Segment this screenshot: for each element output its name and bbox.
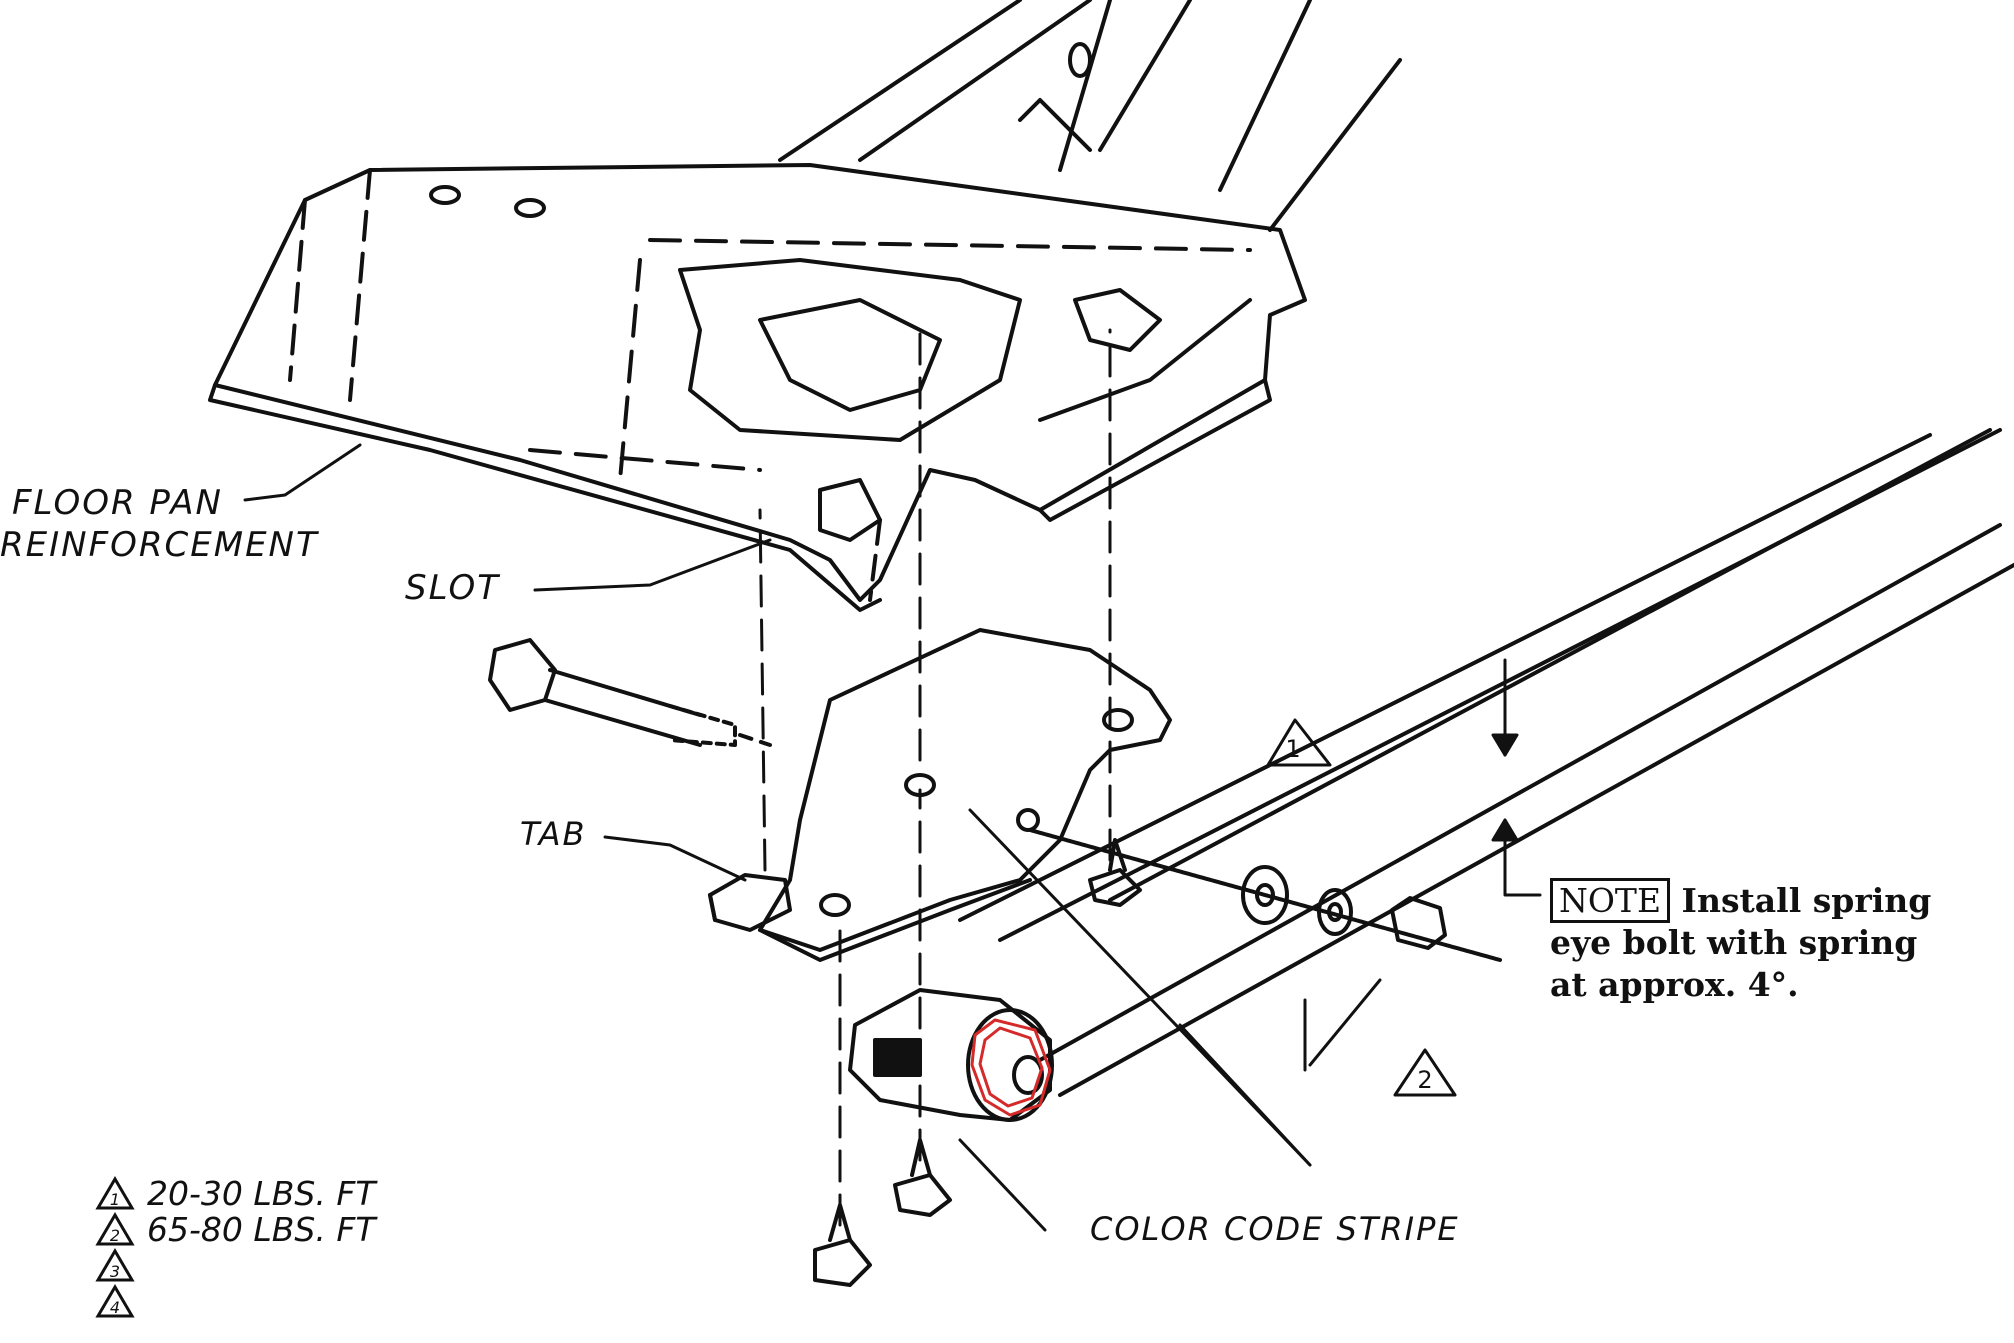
leader-lines xyxy=(243,443,1382,1232)
label-slot: SLOT xyxy=(405,568,501,608)
legend-triangle-4: 4 xyxy=(95,1284,135,1318)
spring-note: NOTE Install spring eye bolt with spring… xyxy=(1550,878,1932,1006)
floor-pan-reinforcement xyxy=(208,163,1307,612)
callout-2-number: 2 xyxy=(1417,1066,1432,1094)
note-line-3: at approx. 4°. xyxy=(1550,965,1799,1004)
label-reinforcement: REINFORCEMENT xyxy=(0,525,319,565)
label-floor-pan: FLOOR PAN xyxy=(12,483,223,523)
color-code-stripe-mark xyxy=(970,1018,1052,1117)
spring-eye-bushing xyxy=(848,988,1054,1122)
frame-rail-upper xyxy=(778,0,1402,232)
leaf-spring xyxy=(958,428,2014,1097)
svg-text:2: 2 xyxy=(110,1226,120,1245)
legend-triangle-3: 3 xyxy=(95,1248,135,1282)
bolt-stud xyxy=(1088,838,1142,907)
note-line-1: Install spring xyxy=(1681,881,1932,920)
washer-large xyxy=(1241,865,1289,925)
label-tab: TAB xyxy=(520,815,587,853)
legend-row-1: 1 20-30 LBS. FT xyxy=(95,1173,376,1213)
legend-triangle-1: 1 xyxy=(95,1176,135,1210)
svg-text:1: 1 xyxy=(110,1190,120,1209)
assembly-lines xyxy=(758,328,1112,1227)
legend-row-4: 4 xyxy=(95,1283,375,1319)
screw-2 xyxy=(893,1138,952,1217)
eye-bolt xyxy=(488,638,772,747)
legend-triangle-2: 2 xyxy=(95,1212,135,1246)
legend-row-2: 2 65-80 LBS. FT xyxy=(95,1209,376,1249)
svg-text:4: 4 xyxy=(110,1298,120,1317)
note-tag: NOTE xyxy=(1550,878,1671,923)
screw-1 xyxy=(813,1203,872,1287)
svg-text:3: 3 xyxy=(110,1262,120,1281)
tab-part xyxy=(708,873,792,932)
legend-text-2: 65-80 LBS. FT xyxy=(147,1209,376,1249)
callout-1-number: 1 xyxy=(1285,735,1300,763)
legend-row-3: 3 xyxy=(95,1247,375,1283)
legend-text-1: 20-30 LBS. FT xyxy=(147,1173,376,1213)
label-color-code-stripe: COLOR CODE STRIPE xyxy=(1090,1210,1460,1248)
torque-callout-1 xyxy=(1266,718,1332,767)
angle-dimension xyxy=(1491,658,1542,897)
torque-callout-2 xyxy=(1393,1048,1457,1097)
torque-legend: 1 20-30 LBS. FT 2 65-80 LBS. FT 3 4 xyxy=(95,1173,376,1319)
spring-hanger-bracket xyxy=(758,628,1172,962)
note-line-2: eye bolt with spring xyxy=(1550,923,1918,962)
hex-nut xyxy=(1390,896,1447,950)
